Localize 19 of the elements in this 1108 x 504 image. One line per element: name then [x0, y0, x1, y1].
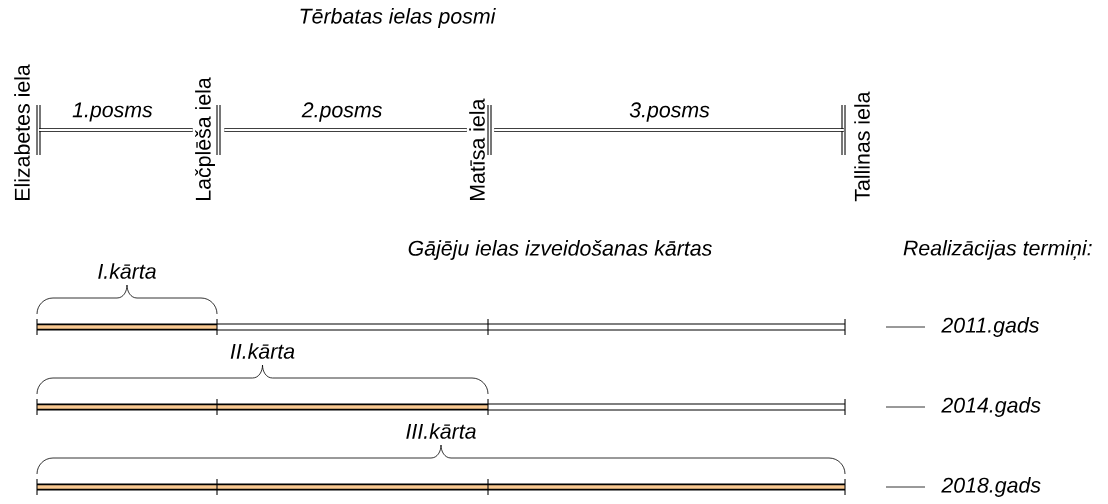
street-name: Tallinas iela — [854, 91, 870, 202]
street-name: Elizabetes iela — [14, 64, 30, 200]
stage-label: II.kārta — [230, 343, 295, 359]
segment-line — [223, 128, 468, 132]
stage-label: III.kārta — [406, 423, 476, 439]
segment-line — [38, 128, 194, 132]
year-label: 2011.gads — [941, 317, 1039, 337]
year-label: 2018.gads — [941, 477, 1041, 497]
heading: Gājēju ielas izveidošanas kārtas — [408, 240, 712, 260]
edge-label: 1.posms — [70, 101, 155, 123]
heading: Realizācijas termiņi: — [903, 239, 1092, 261]
title: Tērbatas ielas posmi — [300, 8, 496, 28]
street-name: Lačplēša iela — [195, 77, 215, 200]
stage-label: I.kārta — [98, 263, 156, 279]
edge-label: 2.posms — [300, 101, 384, 123]
year-label: 2014.gads — [941, 397, 1041, 417]
street-name: Matīsa iela — [469, 98, 485, 200]
edge-label: 3.posms — [627, 101, 712, 123]
segment-line — [493, 128, 845, 132]
